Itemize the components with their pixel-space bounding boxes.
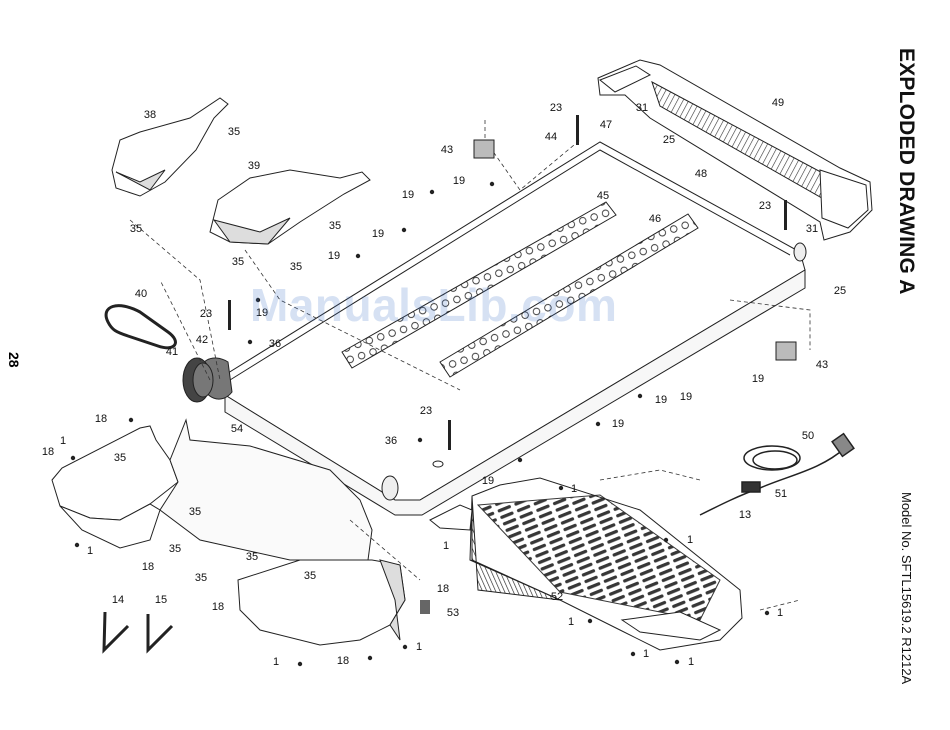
callout-label: 46 [649, 213, 661, 225]
callout-label: 35 [130, 223, 142, 235]
callout-label: 39 [248, 160, 260, 172]
callout-label: 1 [416, 641, 422, 653]
callout-label: 54 [231, 423, 243, 435]
callout-label: 35 [228, 126, 240, 138]
callout-label: 19 [328, 250, 340, 262]
callout-label: 1 [777, 607, 783, 619]
callout-label: 19 [453, 175, 465, 187]
callout-label: 31 [806, 223, 818, 235]
callout-label: 50 [802, 430, 814, 442]
callout-label: 1 [643, 648, 649, 660]
watermark: ManualsLib.com [250, 278, 617, 332]
callout-label: 1 [571, 483, 577, 495]
callout-label: 36 [269, 338, 281, 350]
wrenches-part-14-15 [104, 612, 172, 650]
callout-label: 44 [545, 131, 557, 143]
belt-part-40 [106, 306, 175, 348]
page-number: 28 [6, 352, 22, 368]
callout-label: 1 [443, 540, 449, 552]
callout-label: 31 [636, 102, 648, 114]
callout-label: 25 [663, 134, 675, 146]
callout-label: 18 [212, 601, 224, 613]
callout-label: 18 [42, 446, 54, 458]
callout-label: 51 [775, 488, 787, 500]
callout-label: 45 [597, 190, 609, 202]
callout-label: 1 [273, 656, 279, 668]
callout-label: 18 [95, 413, 107, 425]
callout-label: 36 [385, 435, 397, 447]
callout-label: 35 [290, 261, 302, 273]
callout-label: 35 [189, 506, 201, 518]
callout-label: 40 [135, 288, 147, 300]
callout-label: 43 [441, 144, 453, 156]
callout-label: 23 [550, 102, 562, 114]
callout-label: 19 [402, 189, 414, 201]
callout-label: 1 [688, 656, 694, 668]
callout-label: 19 [482, 475, 494, 487]
callout-label: 13 [739, 509, 751, 521]
callout-label: 35 [114, 452, 126, 464]
callout-label: 1 [568, 616, 574, 628]
callout-label: 23 [420, 405, 432, 417]
callout-label: 48 [695, 168, 707, 180]
cover-part-52 [430, 478, 742, 650]
callout-label: 42 [196, 334, 208, 346]
callout-label: 35 [304, 570, 316, 582]
model-number: Model No. SFTL15619.2 R1212A [899, 492, 914, 684]
callout-label: 19 [655, 394, 667, 406]
callout-label: 23 [200, 308, 212, 320]
callout-label: 19 [372, 228, 384, 240]
callout-label: 49 [772, 97, 784, 109]
callout-label: 41 [166, 346, 178, 358]
callout-label: 35 [232, 256, 244, 268]
power-cord-part-50-51 [700, 434, 854, 515]
callout-label: 19 [752, 373, 764, 385]
callout-label: 15 [155, 594, 167, 606]
callout-label: 35 [329, 220, 341, 232]
callout-label: 19 [612, 418, 624, 430]
page-title: EXPLODED DRAWING A [894, 48, 918, 295]
callout-label: 35 [169, 543, 181, 555]
callout-label: 14 [112, 594, 124, 606]
callout-label: 38 [144, 109, 156, 121]
callout-label: 25 [834, 285, 846, 297]
callout-label: 23 [759, 200, 771, 212]
callout-label: 1 [87, 545, 93, 557]
callout-label: 18 [437, 583, 449, 595]
callout-label: 52 [551, 591, 563, 603]
callout-label: 47 [600, 119, 612, 131]
callout-label: 19 [680, 391, 692, 403]
callout-label: 1 [687, 534, 693, 546]
callout-label: 35 [246, 551, 258, 563]
callout-label: 43 [816, 359, 828, 371]
callout-label: 35 [195, 572, 207, 584]
callout-label: 53 [447, 607, 459, 619]
callout-label: 1 [60, 435, 66, 447]
callout-label: 18 [337, 655, 349, 667]
callout-label: 18 [142, 561, 154, 573]
